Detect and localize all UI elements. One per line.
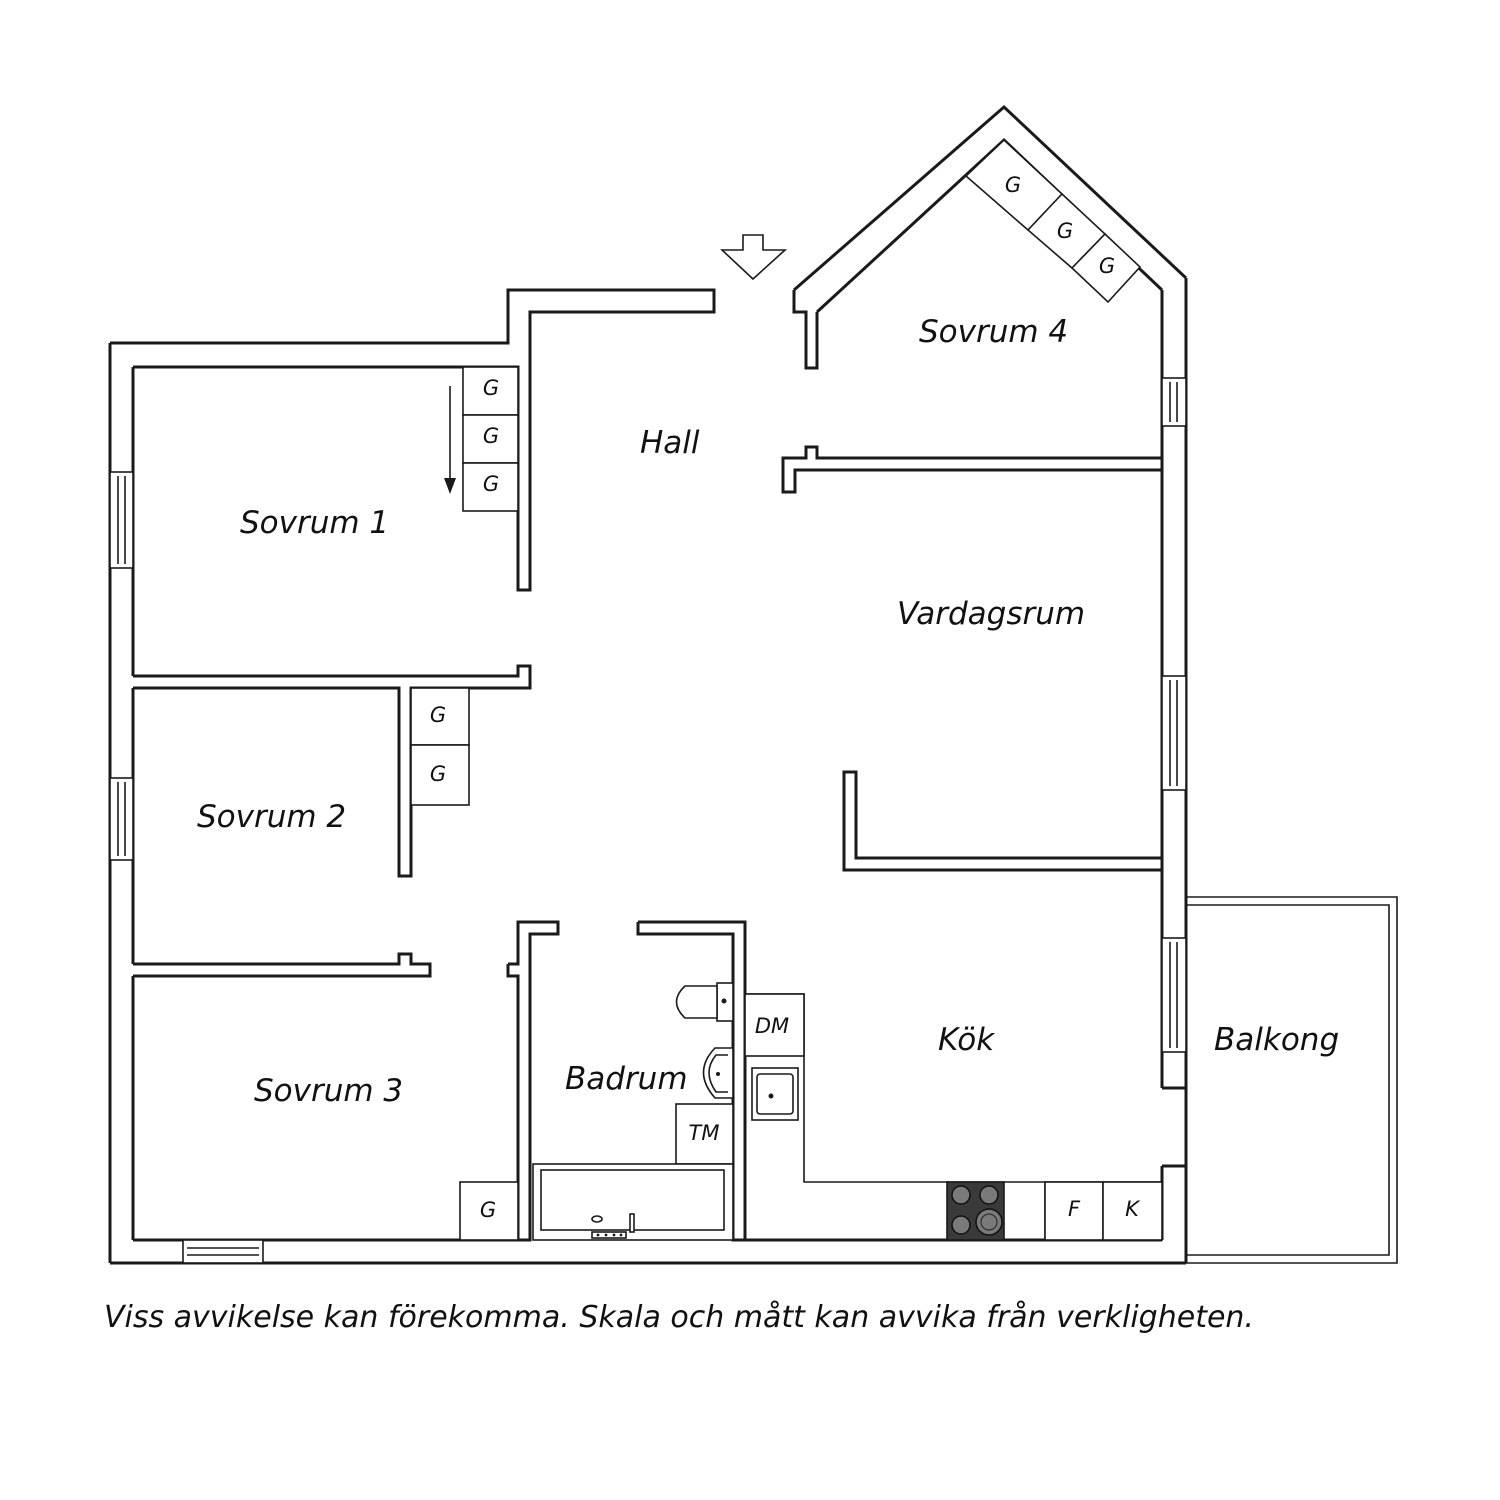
wardrobe-sovrum1-b: G <box>462 414 519 464</box>
svg-text:G: G <box>483 424 499 448</box>
balcony <box>1186 896 1398 1264</box>
wardrobe-sovrum4-c: G <box>1070 232 1142 304</box>
windows <box>109 377 1187 1264</box>
wardrobe-sovrum2-a: G <box>410 687 470 746</box>
window-sovrum4 <box>1161 377 1187 427</box>
svg-text:G: G <box>1099 254 1115 278</box>
wardrobe-sovrum1-a: G <box>462 366 519 416</box>
svg-text:G: G <box>1005 173 1021 197</box>
wardrobe-sovrum1-c: G <box>462 462 519 512</box>
room-label-sovrum2: Sovrum 2 <box>197 799 346 835</box>
entrance-arrow-icon <box>719 234 788 281</box>
interior-walls <box>133 445 1162 1242</box>
toilet-icon <box>675 982 734 1022</box>
window-vardagsrum <box>1161 675 1187 791</box>
room-label-sovrum3: Sovrum 3 <box>254 1073 403 1109</box>
svg-text:G: G <box>480 1198 496 1222</box>
room-label-hall: Hall <box>640 425 700 461</box>
room-label-badrum: Badrum <box>565 1061 688 1097</box>
kitchen-sink-icon <box>751 1067 799 1121</box>
svg-text:G: G <box>430 703 446 727</box>
stove-icon <box>946 1181 1005 1241</box>
dishwasher: DM <box>744 993 805 1057</box>
window-sovrum3 <box>182 1239 264 1264</box>
svg-text:G: G <box>483 376 499 400</box>
wardrobes: G G G G G G G G <box>410 138 1142 1241</box>
svg-text:G: G <box>483 472 499 496</box>
window-sovrum1 <box>109 471 134 569</box>
room-label-balkong: Balkong <box>1214 1022 1339 1058</box>
bathroom-fixtures: TM <box>532 982 734 1241</box>
sliding-door-arrow-icon <box>444 386 456 494</box>
svg-text:TM: TM <box>689 1121 720 1145</box>
washing-machine: TM <box>675 1103 734 1165</box>
room-label-sovrum4: Sovrum 4 <box>919 314 1068 350</box>
room-label-sovrum1: Sovrum 1 <box>240 505 389 541</box>
wardrobe-sovrum2-b: G <box>410 744 470 806</box>
sink-icon <box>702 1047 734 1099</box>
svg-text:F: F <box>1068 1197 1081 1221</box>
svg-text:G: G <box>430 762 446 786</box>
room-label-kok: Kök <box>938 1022 995 1058</box>
kitchen-fixtures: DM F K <box>744 993 1163 1241</box>
window-kok <box>1161 937 1187 1053</box>
window-sovrum2 <box>109 777 134 861</box>
svg-text:K: K <box>1125 1197 1141 1221</box>
svg-text:G: G <box>1057 219 1073 243</box>
fridge: K <box>1102 1181 1163 1241</box>
room-label-vardagsrum: Vardagsrum <box>897 596 1085 632</box>
room-labels: Sovrum 1 Sovrum 2 Sovrum 3 Sovrum 4 Hall… <box>197 314 1339 1109</box>
bathtub-icon <box>532 1163 734 1241</box>
disclaimer-text: Viss avvikelse kan förekomma. Skala och … <box>104 1300 1254 1335</box>
freezer: F <box>1044 1181 1104 1241</box>
svg-text:DM: DM <box>755 1014 789 1038</box>
wardrobe-sovrum3: G <box>459 1181 519 1241</box>
